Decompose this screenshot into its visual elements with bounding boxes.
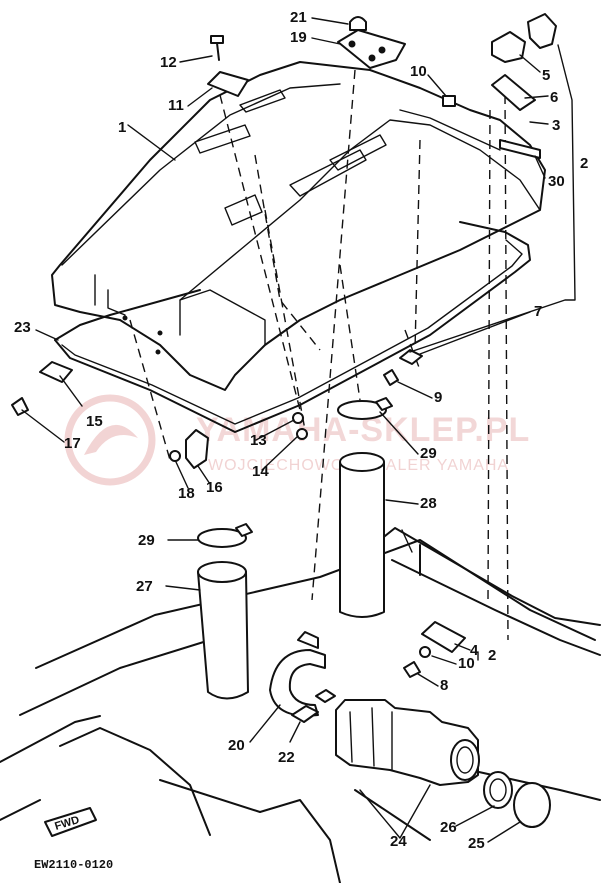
- callout-19: 19: [290, 29, 307, 46]
- lower-parts: [269, 621, 551, 828]
- callout-3: 3: [552, 117, 560, 134]
- callout-1: 1: [118, 119, 126, 136]
- fwd-arrow-icon: [44, 807, 97, 837]
- clamp-29-upper-icon: [337, 400, 387, 420]
- callout-6: 6: [550, 89, 558, 106]
- nut-18-icon: [169, 450, 181, 462]
- callout-2-upper: 2: [580, 155, 588, 172]
- callout-23: 23: [14, 319, 31, 336]
- cap-25-icon: [513, 782, 551, 828]
- callout-29-lower: 29: [138, 532, 155, 549]
- engine-hood: [51, 61, 546, 391]
- duct-27-icon: [197, 565, 249, 700]
- hood-seal: [54, 221, 531, 433]
- stopper-7-icon: [399, 349, 423, 365]
- watermark-line1: YAMAHA-SKLEP.PL: [196, 411, 530, 449]
- callout-2-lower: 2: [488, 647, 496, 664]
- bracket-11-icon: [207, 71, 249, 97]
- leader-lines: [21, 17, 576, 843]
- plate-22-icon: [291, 705, 319, 723]
- nut-14-icon: [296, 428, 308, 440]
- fwd-marker: FWD: [44, 807, 97, 837]
- duct-assembly: [197, 397, 393, 700]
- bolt-8-icon: [403, 661, 421, 678]
- callout-10-upper: 10: [410, 63, 427, 80]
- screw-12-icon: [210, 35, 224, 61]
- callout-17: 17: [64, 435, 81, 452]
- bolt-9-icon: [383, 369, 399, 386]
- plate-6-icon: [491, 74, 536, 111]
- callout-30: 30: [548, 173, 565, 190]
- callout-29-upper: 29: [420, 445, 437, 462]
- callout-9: 9: [434, 389, 442, 406]
- hull-deck: [0, 527, 601, 883]
- callout-11: 11: [168, 97, 184, 114]
- callout-15: 15: [86, 413, 103, 430]
- washer-13-icon: [292, 412, 304, 424]
- latch-5-icon: [491, 31, 526, 63]
- callout-14: 14: [252, 463, 269, 480]
- callout-24: 24: [390, 833, 407, 850]
- callout-16: 16: [206, 479, 223, 496]
- duct-28-icon: [339, 456, 385, 618]
- plate-19-icon: [337, 29, 406, 69]
- grommet-10-icon: [442, 95, 456, 107]
- bracket-4-icon: [421, 621, 466, 653]
- callout-22: 22: [278, 749, 295, 766]
- hinge-15-icon: [39, 361, 73, 383]
- watermark-logo-icon: [64, 394, 156, 486]
- callout-labels: 21 19 12 11 1 10 5 6 3 2 30 7 9 23 15 17…: [14, 9, 588, 852]
- top-fasteners: [11, 13, 557, 469]
- grommet-10-lower-icon: [419, 646, 431, 658]
- callout-4: 4: [470, 642, 479, 659]
- callout-26: 26: [440, 819, 457, 836]
- callout-18: 18: [178, 485, 195, 502]
- plate-16-icon: [185, 429, 209, 469]
- callout-25: 25: [468, 835, 485, 852]
- callout-27: 27: [136, 578, 153, 595]
- drawing-code: EW2110-0120: [34, 858, 113, 872]
- ring-26-icon: [483, 771, 513, 809]
- callout-10-lower: 10: [458, 655, 475, 672]
- callout-7: 7: [534, 303, 542, 320]
- clamp-29-lower-icon: [197, 528, 247, 548]
- callout-8: 8: [440, 677, 448, 694]
- callout-20: 20: [228, 737, 245, 754]
- knob-21-icon: [349, 16, 367, 31]
- callout-28: 28: [420, 495, 437, 512]
- seal-20-icon: [269, 649, 326, 717]
- callout-5: 5: [542, 67, 550, 84]
- callout-21: 21: [290, 9, 307, 26]
- strip-30-icon: [499, 139, 541, 159]
- callout-12: 12: [160, 54, 177, 71]
- assembly-lines: [129, 69, 509, 641]
- watermark: YAMAHA-SKLEP.PL WOJCIECHOWO - DEALER YAM…: [64, 394, 530, 486]
- callout-13: 13: [250, 432, 267, 449]
